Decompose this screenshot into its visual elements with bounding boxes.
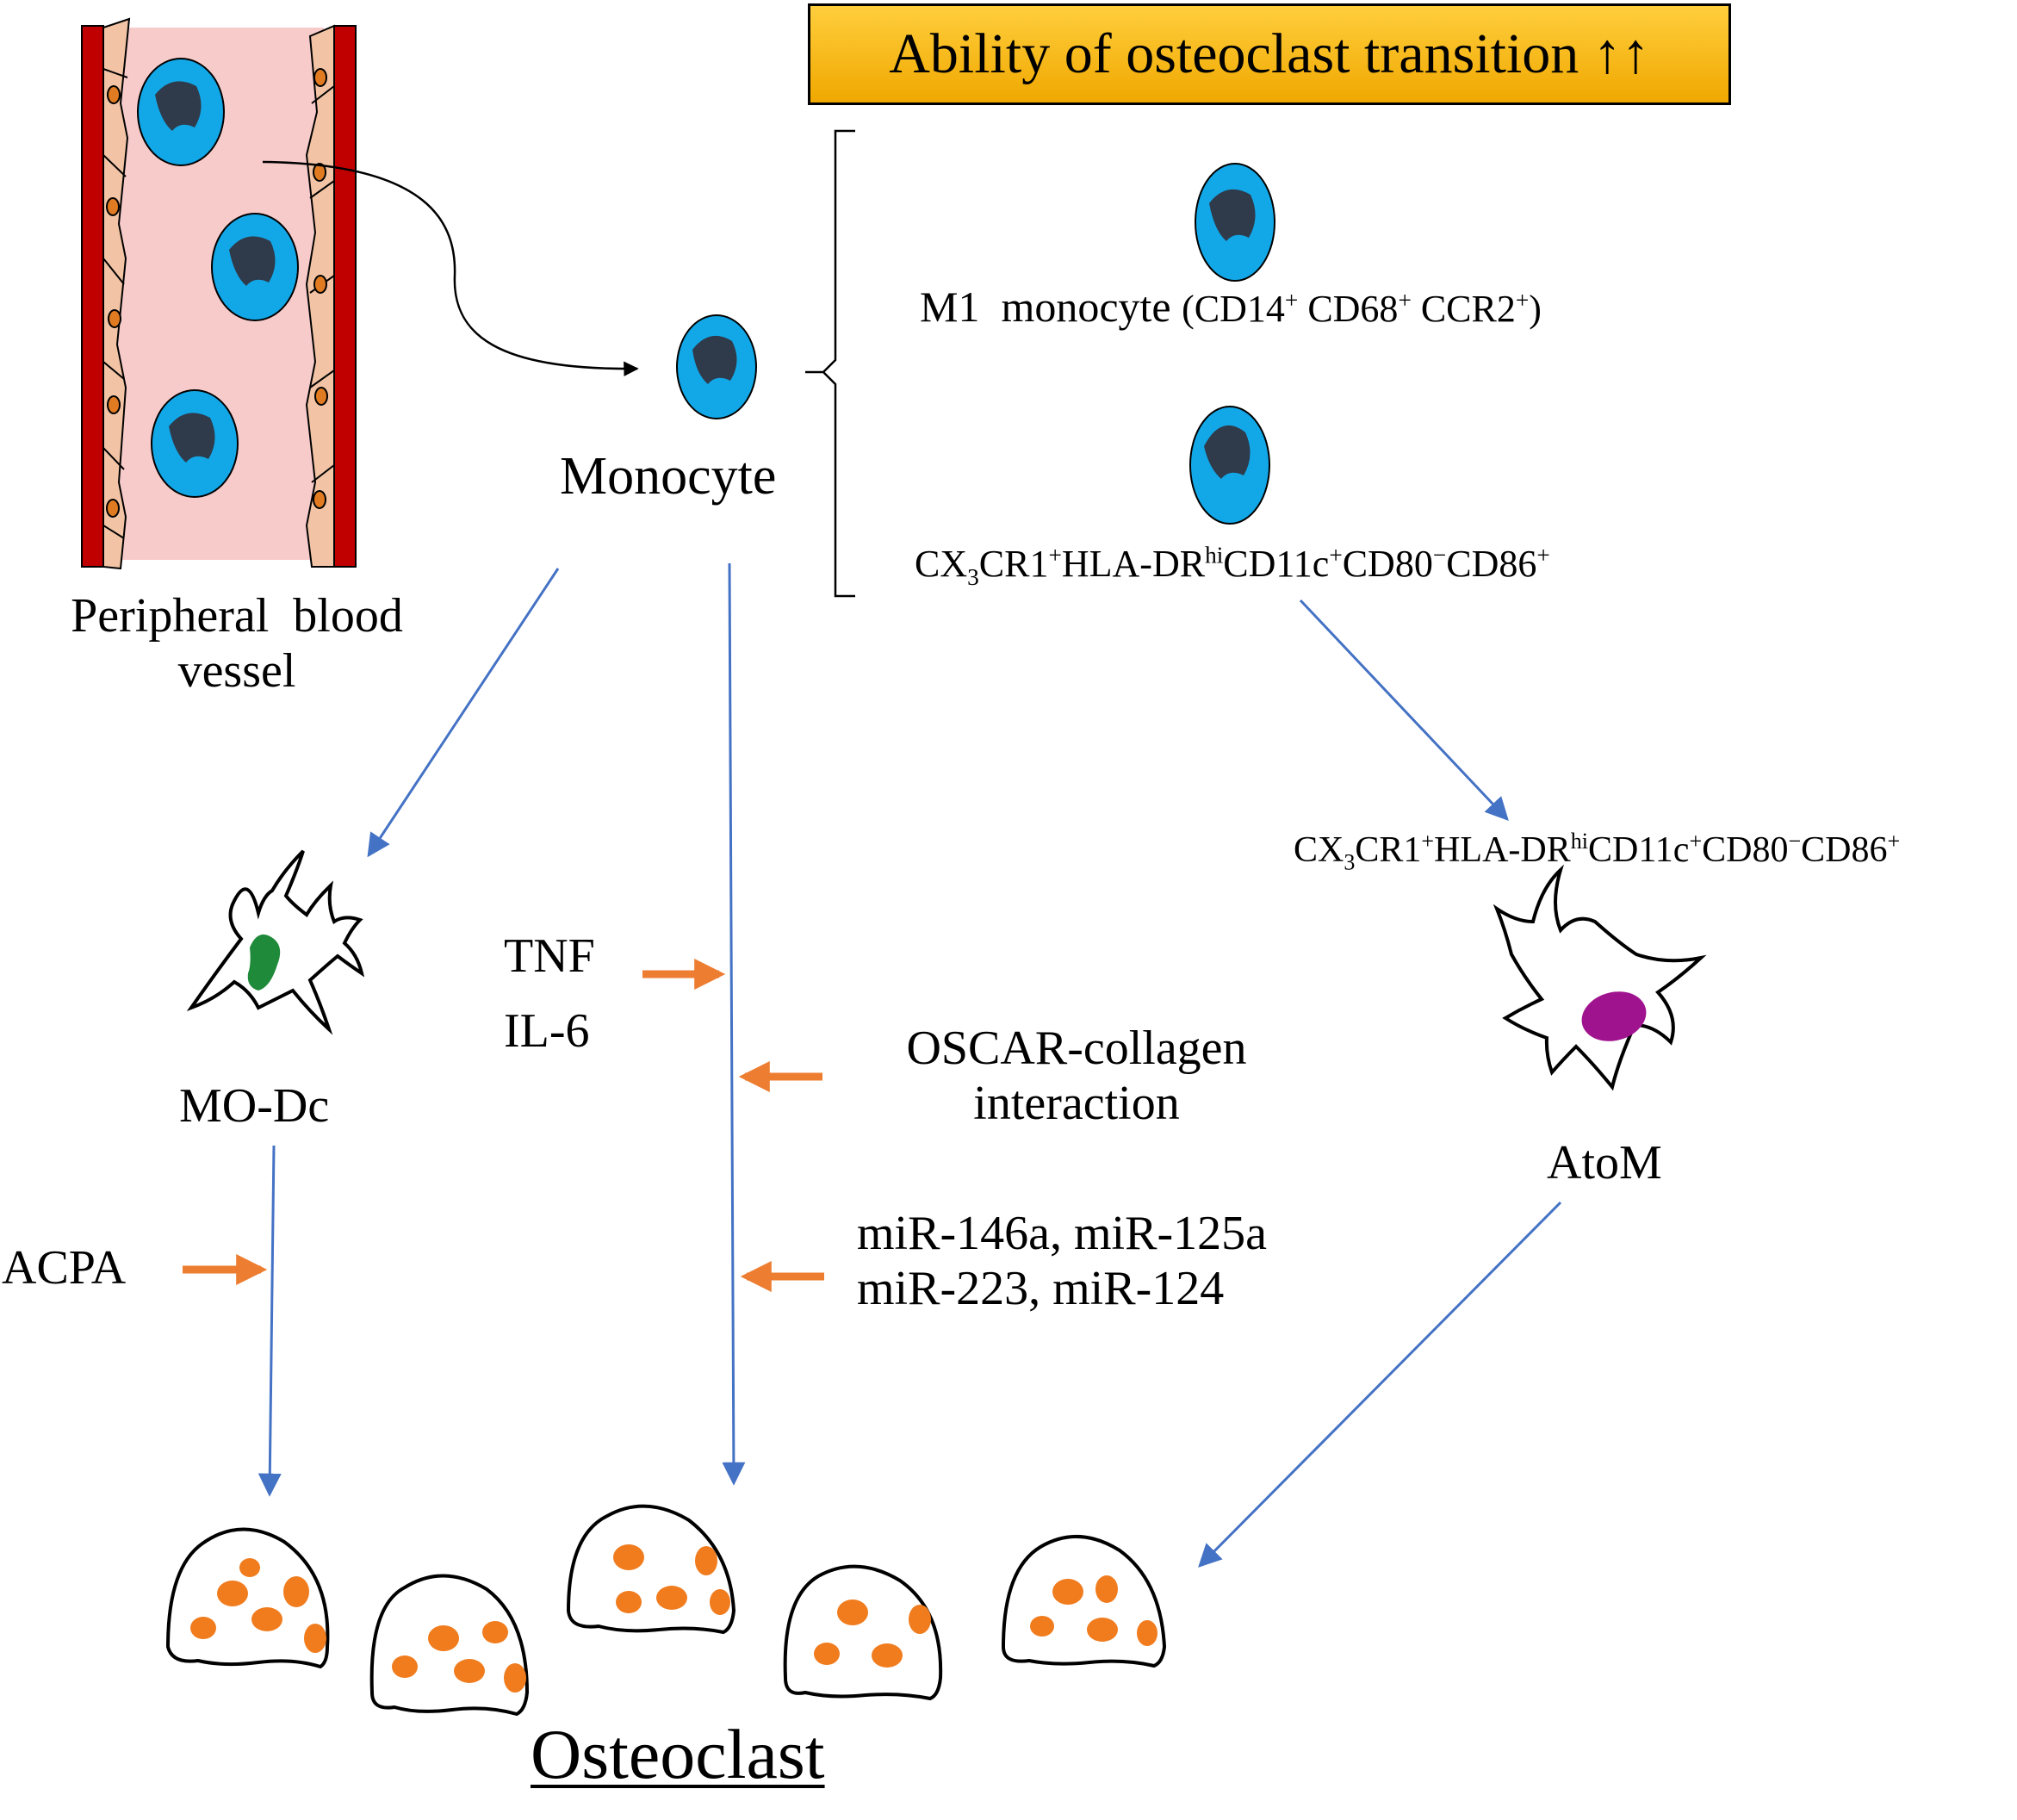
arrow-modc-to-osteoclast [258, 1145, 282, 1497]
tnf-label: TNF [504, 929, 595, 983]
vessel-monocyte [137, 58, 225, 166]
oscar-line1: OSCAR-collagen [906, 1022, 1247, 1075]
osteoclast-cell [1001, 1534, 1167, 1668]
vessel-label: Peripheral blood vessel [34, 588, 439, 699]
cx3cr1-subset-label: CX3CR1+HLA-DRhiCD11c+CD80−CD86+ [915, 542, 1550, 590]
osteoclast-cell [369, 1574, 530, 1717]
il6-label: IL-6 [504, 1004, 590, 1058]
vessel-label-line1: Peripheral blood [71, 589, 403, 643]
m1-markers: (CD14+ CD68+ CCR2+) [1182, 287, 1542, 330]
atom-label: AtoM [1547, 1136, 1662, 1190]
osteoclast-cell [165, 1527, 330, 1669]
banner-text: Ability of osteoclast transition ↑↑ [889, 22, 1650, 85]
mirna-label: miR-146a, miR-125a miR-223, miR-124 [857, 1206, 1267, 1317]
vessel-monocyte [151, 389, 239, 498]
atom-cell [1493, 864, 1707, 1091]
vessel-monocyte [211, 213, 299, 321]
osteoclast-cell [566, 1504, 736, 1635]
osteoclast-label: Osteoclast [531, 1715, 825, 1793]
cx3cr1-monocyte-cell [1189, 406, 1270, 525]
arrow-monocyte-to-modc [367, 568, 560, 858]
m1-monocyte-cell [1195, 163, 1275, 282]
endothelium-left [102, 17, 131, 570]
mirna-line1: miR-146a, miR-125a [857, 1207, 1267, 1260]
m1-monocyte-label: M1 monocyte (CD14+ CD68+ CCR2+) [920, 283, 1542, 332]
vessel-wall-right [333, 25, 357, 568]
atom-marker-label: CX3CR1+HLA-DRhiCD11c+CD80−CD86+ [1294, 829, 1901, 875]
oscar-label: OSCAR-collagen interaction [853, 1021, 1300, 1132]
modc-cell [186, 849, 365, 1035]
acpa-label: ACPA [2, 1241, 127, 1295]
arrow-subset-to-atom [1299, 599, 1509, 821]
modc-label: MO-Dc [179, 1079, 330, 1133]
endothelium-right [305, 24, 335, 568]
mirna-line2: miR-223, miR-124 [857, 1262, 1225, 1316]
arrow-monocyte-to-osteoclast [722, 562, 746, 1486]
arrow-atom-to-osteoclast [1198, 1201, 1562, 1568]
m1-name: M1 monocyte [920, 283, 1171, 331]
osteoclast-transition-banner: Ability of osteoclast transition ↑↑ [808, 3, 1731, 105]
vessel-label-line2: vessel [177, 644, 296, 699]
oscar-line2: interaction [973, 1077, 1180, 1131]
osteoclast-cell [783, 1564, 943, 1701]
monocyte-cell [676, 314, 757, 419]
subset-bracket [805, 129, 855, 598]
monocyte-label: Monocyte [560, 447, 777, 506]
vessel-wall-left [81, 25, 104, 568]
blood-vessel [81, 17, 357, 570]
migration-arrow [262, 160, 639, 376]
